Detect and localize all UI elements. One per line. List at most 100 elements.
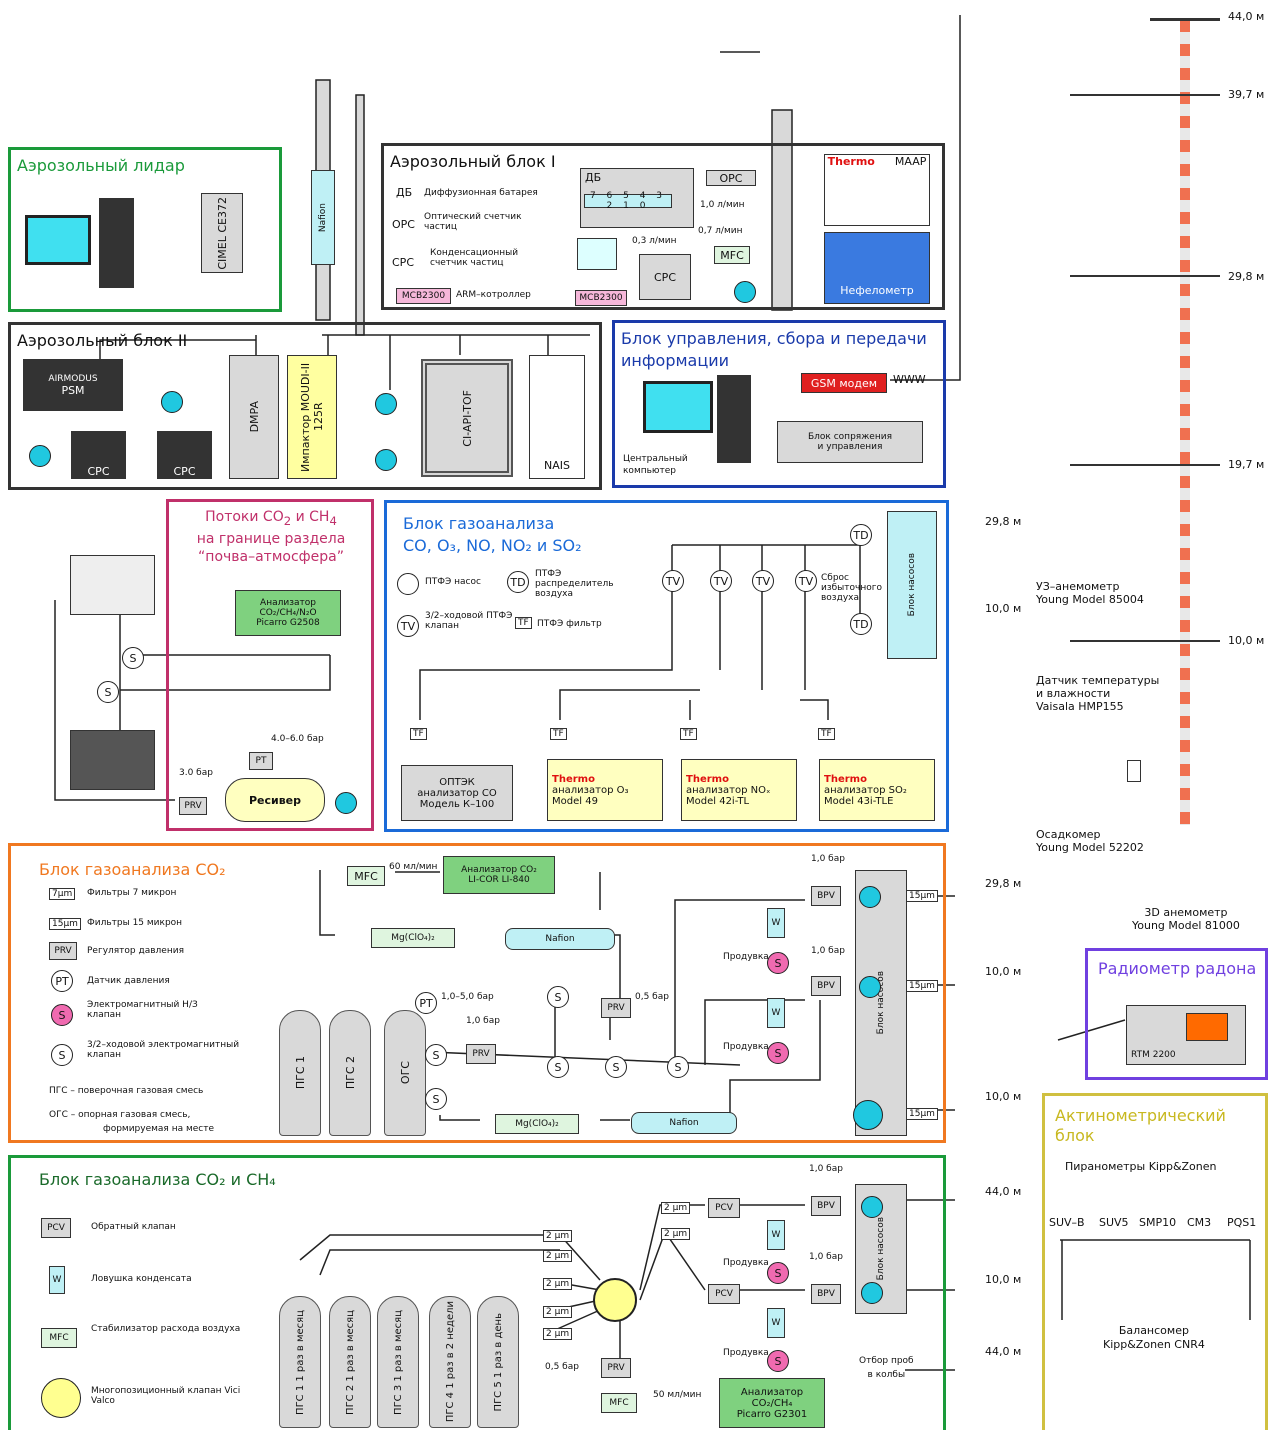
co2ch4-pump-1 [861, 1196, 883, 1218]
co2ch4-legend-pcv-text: Обратный клапан [91, 1222, 176, 1232]
aero1-pump-icon [734, 281, 756, 303]
co2-bpv-2: BPV [811, 976, 841, 996]
www-label: WWW [893, 373, 926, 386]
co2-legend-7um-text: Фильтры 7 микрон [87, 888, 177, 898]
cpc-abbr: CPC [392, 256, 414, 269]
co2-valve-1: S [425, 1044, 447, 1066]
co2-pump-1 [859, 886, 881, 908]
co2-purge-1: Продувка [723, 952, 769, 962]
cpc1-box: CPC [71, 431, 126, 479]
co2-prv-pressure: 0,5 бар [635, 992, 669, 1002]
gas-legend-tf-text: ПТФЭ фильтр [537, 619, 602, 629]
co2-legend-s32-text: 3/2–ходовой электромагнитный клапан [87, 1040, 240, 1060]
gas-legend-td-text: ПТФЭ распределитель воздуха [535, 569, 614, 599]
co2ch4-prv: PRV [601, 1358, 631, 1378]
co2ch4-legend-trap-text: Ловушка конденсата [91, 1274, 192, 1284]
soil-panel: Потоки CO2 и CH4 на границе раздела“почв… [166, 499, 374, 831]
sensor-suvb: SUV–B [1049, 1216, 1085, 1229]
co2-legend-s32: S [51, 1044, 73, 1066]
co2-purge-valve-2: S [767, 1042, 789, 1064]
co2ch4-f2-e: 2 µm [543, 1278, 573, 1290]
co2ch4-f2-f: 2 µm [543, 1306, 573, 1318]
gas-height-1: 29,8 м [985, 515, 1022, 528]
gas-legend-td: TD [507, 571, 529, 593]
soil-pump-icon [335, 792, 357, 814]
co2ch4-f2-a: 2 µm [661, 1202, 691, 1214]
co2ch4-purge-2: Продувка [723, 1348, 769, 1358]
pcv-2: PCV [708, 1284, 740, 1304]
co2-f15-2: 15µm [906, 980, 938, 992]
co2-cyl-pgs1: ПГС 1 [279, 1010, 321, 1136]
gas-legend-tv-text: 3/2–ходовой ПТФЭ клапан [425, 611, 513, 631]
lidar-panel: Аэрозольный лидар CIMEL CE372 [8, 147, 282, 312]
boom-10 [1070, 640, 1220, 642]
co2-pump-block: Блок насосов [855, 870, 907, 1136]
co2ch4-bpv1-pressure: 1,0 бар [809, 1164, 843, 1174]
boom-19 [1070, 464, 1220, 466]
tf-2: TF [550, 728, 567, 740]
co2-cyl-pgs2: ПГС 2 [329, 1010, 371, 1136]
co2ch4-mfc: MFC [601, 1393, 637, 1413]
co2ch4-cyl-2: ПГС 2 1 раз в месяц [329, 1296, 371, 1428]
aero2-pump1-icon [375, 393, 397, 415]
aero1-title: Аэрозольный блок I [390, 152, 556, 171]
co2ch4-prv-pressure: 0,5 бар [545, 1362, 579, 1372]
mast-height-39: 39,7 м [1228, 88, 1265, 101]
co2ch4-f2-d: 2 µm [543, 1250, 573, 1262]
co2ch4-trap-1: W [767, 1220, 785, 1250]
mcb-legend: MCB2300 [396, 288, 451, 304]
co2-legend-15um: 15µm [49, 918, 81, 930]
mcb-desc: ARM–котроллер [456, 290, 531, 300]
co2-panel: Блок газоанализа CO₂ 7µm Фильтры 7 микро… [8, 843, 946, 1143]
nafion-inlet: Nafion [311, 170, 335, 265]
co2ch4-legend-vici [41, 1378, 81, 1418]
co2-pgs-note: ПГС – поверочная газовая смесь [49, 1086, 204, 1096]
co2-trap-1: W [767, 908, 785, 938]
gas-legend-tf: TF [515, 617, 532, 629]
co2-nafion-lower: Nafion [631, 1112, 737, 1134]
ptfe-pump-legend-icon [397, 573, 419, 595]
tf-4: TF [818, 728, 835, 740]
co2-bpv1-pressure: 1,0 бар [811, 854, 845, 864]
nephelometer-box: Нефелометр [824, 232, 930, 304]
co2-title: Блок газоанализа CO₂ [39, 860, 226, 879]
co2ch4-cyl-4: ПГС 4 1 раз в 2 недели [429, 1296, 471, 1428]
computer-tower-icon [99, 198, 134, 288]
boom-39 [1070, 94, 1220, 96]
td-lower: TD [850, 613, 872, 635]
opc-desc: Оптический счетчик частиц [424, 212, 522, 232]
radon-panel: Радиометр радона RTM 2200 [1085, 948, 1268, 1080]
co2ch4-bpv2-pressure: 1,0 бар [809, 1252, 843, 1262]
soil-prv-pressure: 3.0 бар [179, 768, 213, 778]
co2-legend-15um-text: Фильтры 15 микрон [87, 918, 183, 928]
ciapitof-box: CI-API-TOF [421, 359, 513, 477]
co2-valve-5: S [605, 1056, 627, 1078]
tv-1: TV [662, 570, 684, 592]
co2ch4-height-1: 44,0 м [985, 1185, 1022, 1198]
co2-prv-left: PRV [466, 1044, 496, 1064]
co2ch4-panel: Блок газоанализа CO₂ и CH₄ PCV Обратный … [8, 1155, 946, 1430]
sensor-smp10: SMP10 [1139, 1216, 1177, 1229]
impactor-box: Импактор MOUDI-II 125R [287, 355, 337, 479]
co2-legend-s-nc-text: Электромагнитный Н/З клапан [87, 1000, 198, 1020]
aero2-panel: Аэрозольный блок II AIRMODUS PSM CPC CPC… [8, 322, 602, 490]
co2ch4-cyl-1: ПГС 1 1 раз в месяц [279, 1296, 321, 1428]
mfc-box: MFC [714, 246, 750, 264]
cpc-desc: Конденсационный счетчик частиц [430, 248, 519, 268]
co2-purge-2: Продувка [723, 1042, 769, 1052]
mast-tower [1180, 20, 1190, 825]
co2-valve-3: S [547, 1056, 569, 1078]
co2ch4-legend-pcv: PCV [41, 1218, 71, 1238]
co2-mfc-flow: 60 мл/мин [389, 862, 438, 872]
gas-legend-tv: TV [397, 615, 419, 637]
co2ch4-legend-mfc: MFC [41, 1328, 77, 1348]
co2-pump-2 [859, 976, 881, 998]
